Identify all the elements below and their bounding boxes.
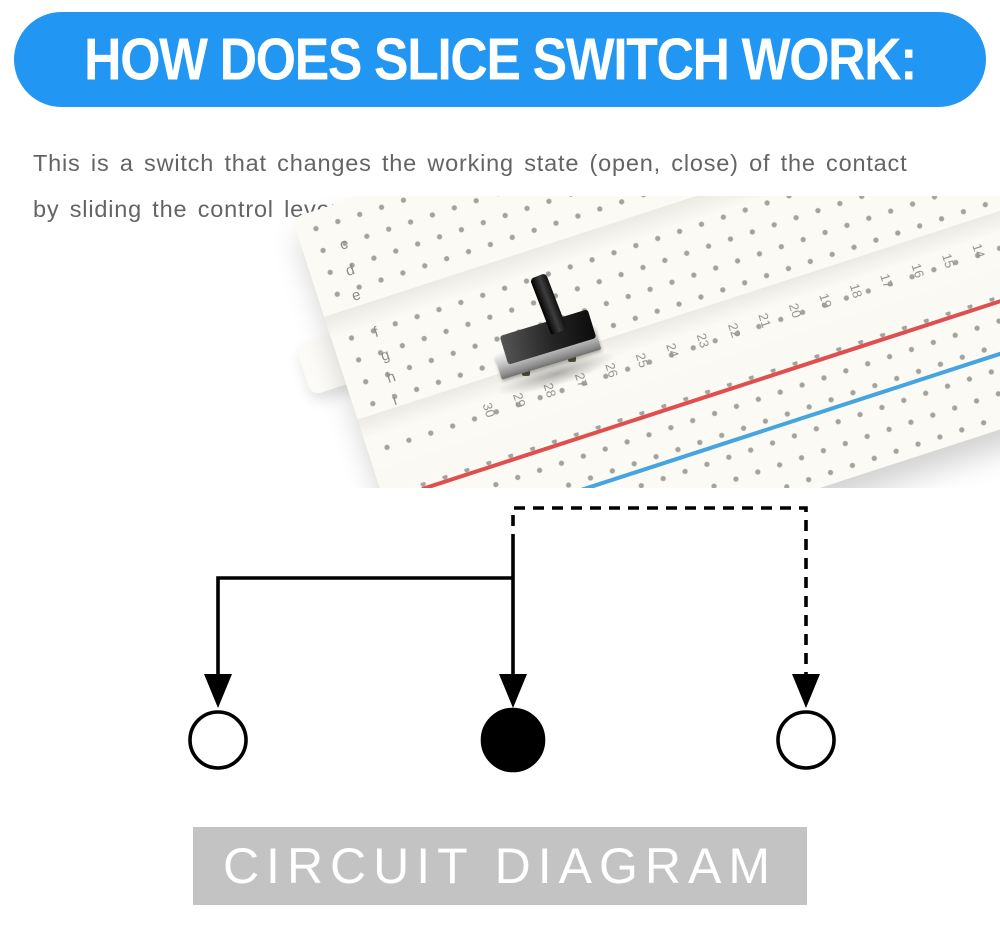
footer-title: CIRCUIT DIAGRAM (222, 838, 778, 894)
footer-banner: CIRCUIT DIAGRAM (193, 827, 807, 905)
node-right-circle (776, 710, 836, 770)
arrow-down-left-icon (204, 674, 232, 708)
slide-switch (488, 272, 628, 412)
node-center-circle (480, 707, 546, 773)
row-letter-label: f (371, 323, 381, 342)
row-letter-label: i (390, 391, 399, 410)
row-letter-label: e (349, 286, 363, 305)
arrow-down-center-icon (499, 674, 527, 708)
circuit-flow-diagram (188, 506, 836, 773)
row-letter-label: d (343, 261, 357, 280)
row-letter-label: g (378, 346, 392, 365)
title-banner: HOW DOES SLICE SWITCH WORK: (14, 12, 986, 107)
description-text: This is a switch that changes the workin… (33, 149, 908, 222)
dashed-connector-right (511, 506, 808, 676)
node-left-circle (188, 710, 248, 770)
row-letter-label: h (384, 368, 398, 387)
arrow-down-right-icon (792, 674, 820, 708)
page-title: HOW DOES SLICE SWITCH WORK: (84, 26, 917, 93)
solid-connector-left-center (216, 545, 515, 676)
breadboard-photo: 1011121314151617181920212223242526272829… (0, 196, 1000, 488)
row-letter-label: c (337, 235, 350, 254)
